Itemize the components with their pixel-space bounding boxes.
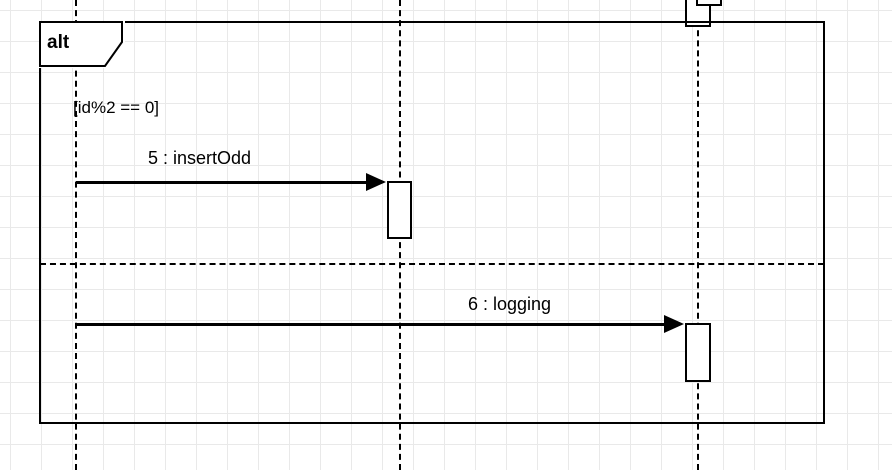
message-1-arrowhead xyxy=(664,315,684,333)
message-0-arrowhead xyxy=(366,173,386,191)
activation-bar-lifeline-2-nested xyxy=(696,0,722,6)
operand-0-guard: [id%2 == 0] xyxy=(73,98,160,117)
message-0-label: 5 : insertOdd xyxy=(148,148,252,168)
lifeline-0 xyxy=(75,0,77,470)
lifeline-2 xyxy=(697,0,699,470)
alt-fragment-operator-label: alt xyxy=(47,32,70,53)
activation-bar-message-0-target xyxy=(387,181,412,239)
activation-bar-message-1-target xyxy=(685,323,711,382)
message-1-label: 6 : logging xyxy=(468,294,552,314)
alt-operand-separator xyxy=(40,263,824,265)
alt-fragment-frame[interactable] xyxy=(39,21,825,424)
alt-fragment-label-box xyxy=(39,21,125,68)
message-0-line[interactable] xyxy=(76,181,371,184)
message-1-line[interactable] xyxy=(76,323,668,326)
